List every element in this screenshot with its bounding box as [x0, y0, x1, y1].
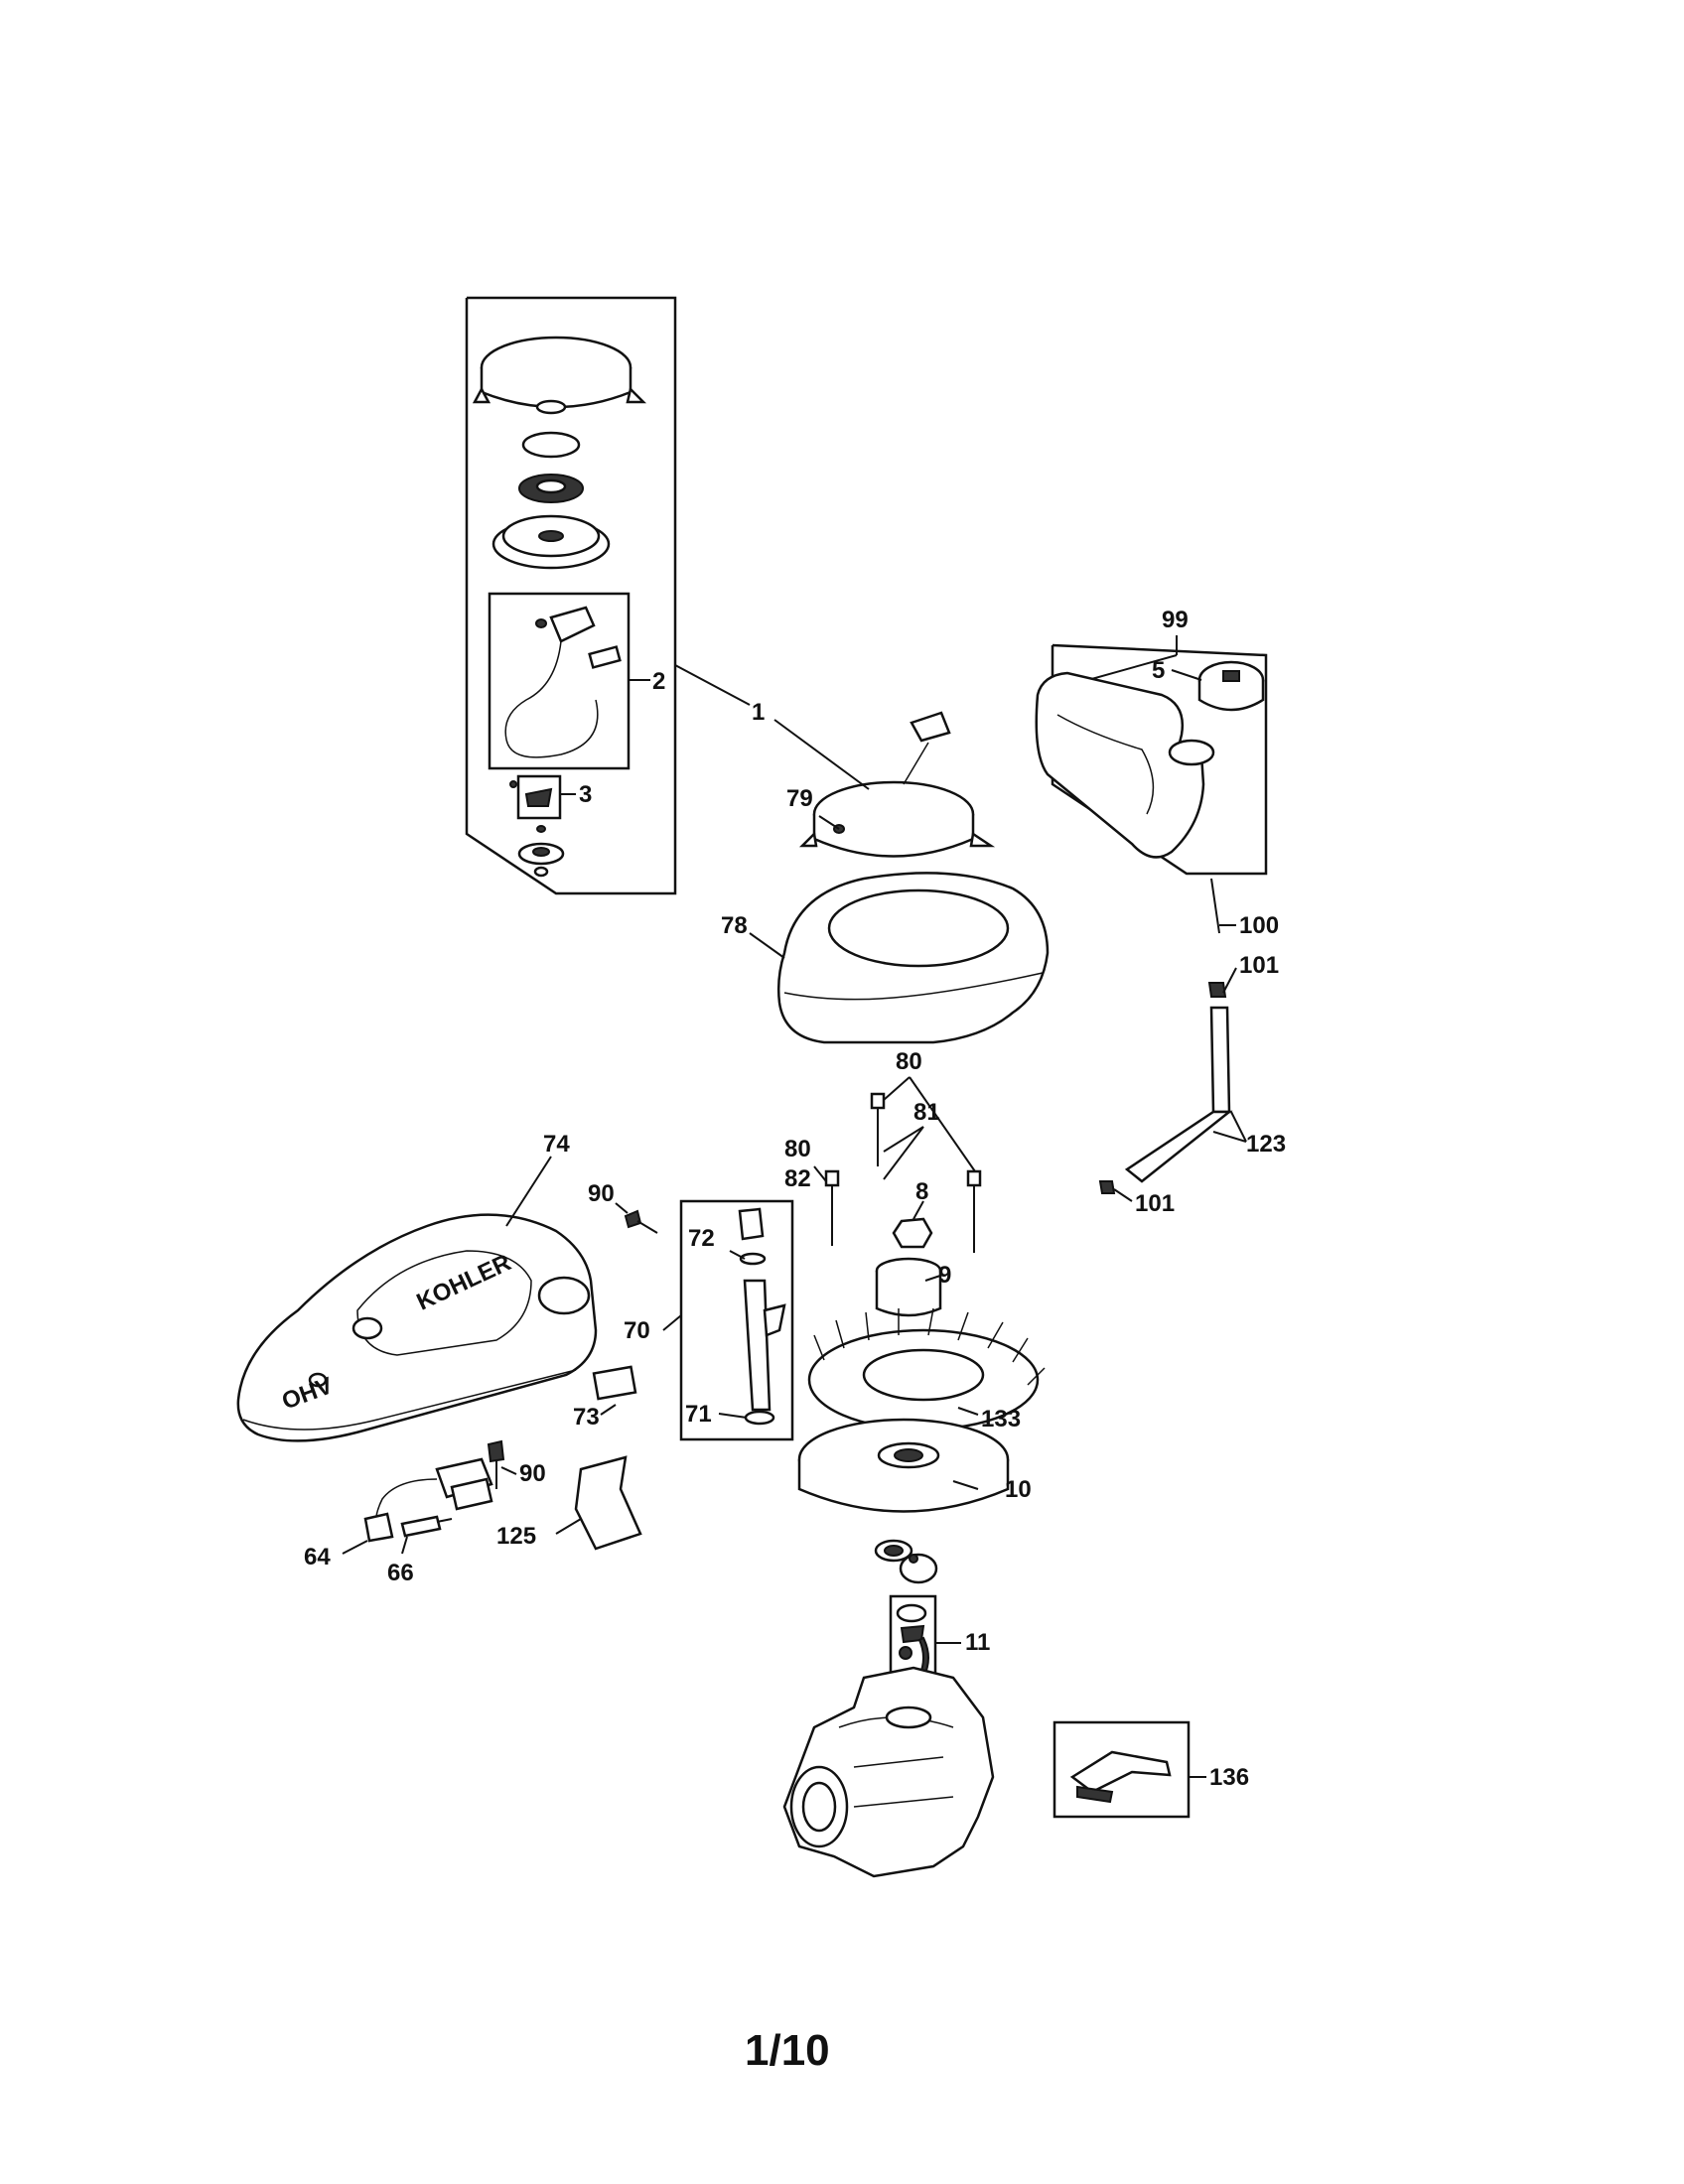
recoil-starter-box	[465, 296, 677, 895]
fuel-line-group	[1098, 878, 1247, 1202]
fuel-tank-group	[1035, 635, 1268, 876]
callout-label: 123	[1246, 1131, 1286, 1158]
callout-label: 90	[588, 1180, 615, 1207]
dipstick-box	[679, 1199, 794, 1441]
friction-plate	[521, 431, 581, 459]
callout-label: 66	[387, 1560, 414, 1586]
starter-cover	[472, 336, 647, 409]
callout-label: 11	[965, 1629, 990, 1656]
ignition-module	[435, 1457, 493, 1511]
callout-label: 80	[784, 1136, 811, 1162]
callout-label: 9	[938, 1262, 951, 1289]
ignition-group	[342, 1439, 517, 1555]
callout-label: 101	[1135, 1190, 1175, 1217]
blower-housing	[749, 872, 1050, 1044]
shield-bracket	[555, 1455, 642, 1551]
callout-label: 82	[784, 1165, 811, 1192]
callout-label: 99	[1162, 607, 1189, 633]
flywheel-group	[797, 1200, 1046, 1584]
callout-label: 74	[543, 1131, 570, 1158]
callout-label: 5	[1152, 657, 1165, 684]
rope-and-handle	[504, 606, 622, 758]
callout-label: 8	[915, 1178, 928, 1205]
callout-label: 70	[624, 1317, 650, 1344]
spark-plug	[400, 1515, 453, 1538]
stud-group	[813, 1076, 982, 1253]
callout-label: 1	[752, 699, 765, 726]
callout-label: 81	[913, 1099, 940, 1126]
engine-shroud: KOHLER OHV	[236, 1156, 598, 1442]
starter-cup	[875, 1257, 942, 1317]
callout-label: 79	[786, 785, 813, 812]
callout-label: 100	[1239, 912, 1279, 939]
oil-seal	[874, 1539, 913, 1563]
callout-label: 80	[896, 1048, 922, 1075]
callout-label: 64	[304, 1544, 331, 1570]
stud	[966, 1169, 982, 1253]
bracket-box	[1052, 1720, 1191, 1819]
crankcase	[782, 1666, 995, 1878]
callout-label: 133	[981, 1406, 1021, 1433]
pulley	[491, 514, 611, 570]
stud	[824, 1169, 840, 1246]
callout-label: 10	[1005, 1476, 1032, 1503]
callout-label: 136	[1209, 1764, 1249, 1791]
flywheel	[797, 1418, 1010, 1513]
callout-label: 90	[519, 1460, 546, 1487]
nut	[892, 1217, 933, 1249]
page-number: 1/10	[745, 2026, 830, 2075]
bracket-group	[1052, 1720, 1206, 1819]
recoil-starter-group	[465, 296, 751, 895]
callout-labels: 1 2 3 5 8 9 10 11 64 66 70 71 72 73 74 7…	[304, 607, 1286, 1791]
bolt	[615, 1202, 658, 1234]
callout-label: 3	[579, 781, 592, 808]
dipstick-group	[662, 1199, 794, 1441]
fuel-tank	[1035, 671, 1215, 859]
callout-label: 78	[721, 912, 748, 939]
pawl-box	[516, 774, 562, 820]
fuel-cap	[1197, 660, 1265, 712]
callout-label: 2	[652, 668, 665, 695]
decal	[592, 1365, 637, 1416]
callout-label: 101	[1239, 952, 1279, 979]
washer	[535, 399, 567, 415]
callout-label: 72	[688, 1225, 715, 1252]
retainer	[517, 842, 565, 878]
starter-assembly	[773, 711, 996, 858]
stud	[870, 1092, 886, 1166]
cooling-fan	[807, 1307, 1046, 1432]
callout-label: 71	[685, 1401, 712, 1428]
callout-label: 125	[496, 1523, 536, 1550]
callout-label: 73	[573, 1404, 600, 1431]
